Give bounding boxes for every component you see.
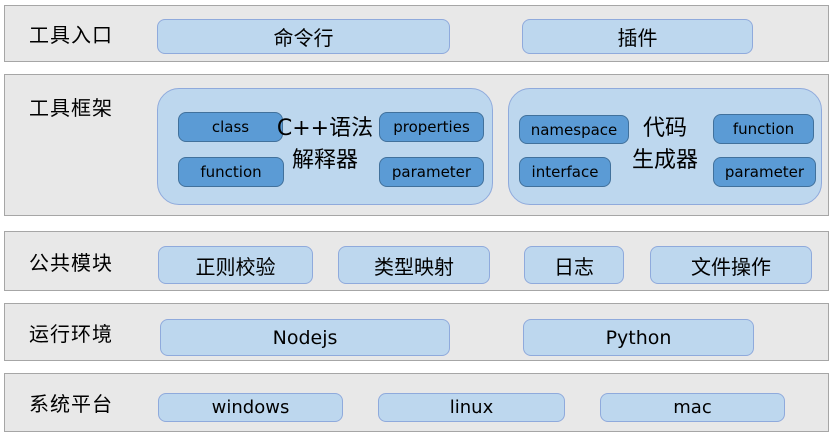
layer-tool-framework: 工具框架 class function C++语法 解释器 properties… xyxy=(4,74,829,216)
layer-system-platform-label: 系统平台 xyxy=(29,392,113,416)
layer-tool-framework-label: 工具框架 xyxy=(29,96,113,120)
node-interface: interface xyxy=(519,157,611,187)
node-command-line: 命令行 xyxy=(157,19,450,54)
node-plugin: 插件 xyxy=(522,19,753,54)
group-cpp-syntax-interpreter: class function C++语法 解释器 properties para… xyxy=(157,88,493,205)
layer-system-platform: 系统平台 windows linux mac xyxy=(4,373,829,432)
layer-tool-entry-label: 工具入口 xyxy=(29,23,113,47)
node-python: Python xyxy=(523,319,754,356)
group-code-generator-title: 代码 生成器 xyxy=(632,113,698,177)
group-title-line-2: 解释器 xyxy=(291,148,359,173)
layer-common-modules: 公共模块 正则校验 类型映射 日志 文件操作 xyxy=(4,231,829,291)
node-linux: linux xyxy=(378,393,565,422)
node-type-mapping: 类型映射 xyxy=(338,246,490,284)
node-regex-validation: 正则校验 xyxy=(158,246,313,284)
node-mac: mac xyxy=(600,393,785,422)
group-title-line-1: 代码 xyxy=(642,116,688,141)
node-class: class xyxy=(178,112,283,142)
layer-tool-entry: 工具入口 命令行 插件 xyxy=(4,5,829,62)
node-parameter: parameter xyxy=(713,157,816,187)
node-namespace: namespace xyxy=(519,115,629,144)
node-properties: properties xyxy=(379,112,484,142)
node-log: 日志 xyxy=(524,246,624,284)
node-file-operations: 文件操作 xyxy=(650,246,812,284)
layer-runtime-environment-label: 运行环境 xyxy=(29,321,113,346)
node-windows: windows xyxy=(158,393,343,422)
node-parameter: parameter xyxy=(379,157,484,187)
layer-runtime-environment: 运行环境 Nodejs Python xyxy=(4,303,829,361)
group-cpp-syntax-interpreter-title: C++语法 解释器 xyxy=(277,113,373,177)
node-function: function xyxy=(713,114,814,144)
group-title-line-2: 生成器 xyxy=(631,148,699,173)
group-code-generator: namespace interface 代码 生成器 function para… xyxy=(508,88,822,205)
node-function: function xyxy=(178,157,284,187)
group-title-line-1: C++语法 xyxy=(276,116,374,141)
layer-common-modules-label: 公共模块 xyxy=(29,250,113,275)
node-nodejs: Nodejs xyxy=(160,319,450,356)
